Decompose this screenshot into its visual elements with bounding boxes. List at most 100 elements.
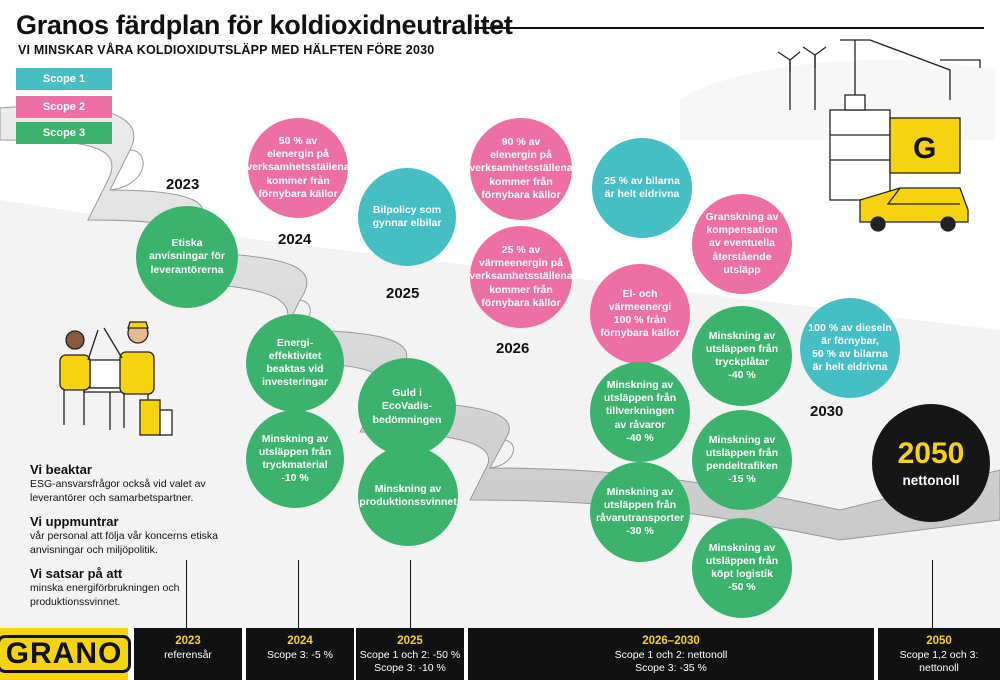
side-note-heading: Vi beaktar <box>30 462 92 477</box>
bubble-text-line: verksamhetsställena <box>469 162 573 175</box>
bubble-text-line: -40 % <box>728 369 756 382</box>
bubble-text-line: förnybara källor <box>258 187 338 200</box>
bubble-text-line: -50 % <box>728 581 756 594</box>
bubble-text-line: förnybara källor <box>600 327 680 340</box>
timeline-target: referensår <box>164 648 212 661</box>
bubble-text-line: verksamhetsställena <box>246 161 350 174</box>
year-label: 2030 <box>810 403 844 420</box>
timeline-target: Scope 3: -5 % <box>267 648 333 661</box>
side-note-consider: Vi beaktar ESG-ansvarsfrågor också vid v… <box>30 462 250 505</box>
year-label: 2024 <box>278 231 312 248</box>
bubble-text-line: Granskning av <box>705 211 779 224</box>
side-note-invest: Vi satsar på att minska energiförbruknin… <box>30 566 250 609</box>
goal-year: 2050 <box>897 436 965 470</box>
bubble-text-line: Bilpolicy som <box>372 203 442 216</box>
timeline-target: Scope 1 och 2: nettonoll <box>614 648 728 661</box>
bubble-text-line: kommer från <box>489 283 553 296</box>
legend-scope-2: Scope 2 <box>16 96 112 118</box>
bubble-text-line: -40 % <box>626 431 654 444</box>
bubble-text-line: utsläppen från <box>258 445 332 458</box>
goal-2050-circle: 2050 nettonoll <box>872 404 990 522</box>
timeline-target: Scope 3: -10 % <box>374 662 446 675</box>
grano-logo: GRANO <box>0 628 132 680</box>
legend-scope-1: Scope 1 <box>16 68 112 90</box>
bubble-text-line: värmeenergin på <box>478 257 564 270</box>
timeline-year: 2025 <box>397 635 423 647</box>
bubble-text-line: 25 % av bilarna <box>604 174 680 187</box>
goal-label: nettonoll <box>902 472 960 488</box>
bubble-text-line: kommer från <box>489 175 553 188</box>
bubble-text-line: 100 % av dieseln <box>808 321 892 334</box>
industrial-scene-illustration: G <box>680 39 995 232</box>
bubble-text-line: Minskning av <box>374 482 442 495</box>
bubble-text-line: beaktas vid <box>266 363 324 375</box>
bubble-text-line: Energi- <box>276 336 314 349</box>
side-note-text: minska energiförbrukningen och produktio… <box>30 582 180 608</box>
bubble-text-line: Minskning av <box>261 432 329 445</box>
bubble-text-line: utsläppen från <box>603 498 677 511</box>
bubble-text-line: tryckplåtar <box>715 356 769 368</box>
timeline-year: 2024 <box>287 635 313 647</box>
bubble-text-line: av råvaror <box>614 418 666 431</box>
bubble-text-line: produktionssvinnet <box>359 496 457 508</box>
timeline-year: 2026–2030 <box>642 635 700 647</box>
bubble-text-line: kompensation <box>706 224 778 237</box>
bubble-text-line: Minskning av <box>708 541 776 554</box>
svg-text:G: G <box>913 132 936 165</box>
page-title: Granos färdplan för koldioxidneutralitet <box>16 10 513 40</box>
side-note-heading: Vi uppmuntrar <box>30 514 119 529</box>
bubble-text-line: av eventuella <box>709 237 775 250</box>
year-label: 2023 <box>166 176 200 193</box>
side-note-text: vår personal att följa vår koncerns etis… <box>30 530 218 556</box>
bubble-text-line: 50 % av bilarna <box>812 348 888 360</box>
bubble-text-line: Minskning av <box>606 379 674 392</box>
bubble-text-line: värmeenergi <box>608 300 672 313</box>
year-label: 2025 <box>386 285 420 302</box>
bubble-text-line: utsläppen från <box>705 446 779 459</box>
bubble-text-line: elenergin på <box>490 149 552 162</box>
goal-bubble-scope-3: Guld i EcoVadis-bedömningen <box>358 358 456 456</box>
bubble-text-line: utsläpp <box>723 263 761 276</box>
legend-scope-3: Scope 3 <box>16 122 112 144</box>
bubble-text-line: gynnar elbilar <box>372 217 442 229</box>
timeline-target: Scope 1 och 2: -50 % <box>359 648 461 661</box>
logo-wordmark: GRANO <box>0 635 132 673</box>
bubble-text-line: är förnybar, <box>821 334 879 347</box>
bubble-text-line: 50 % av <box>278 135 318 148</box>
year-label: 2026 <box>496 340 530 357</box>
bubble-text-line: 90 % av <box>501 136 541 149</box>
bubble-text-line: -15 % <box>728 473 756 486</box>
bubble-text-line: tillverkningen <box>605 405 675 418</box>
bubble-text-line: tryckmaterial <box>262 459 328 471</box>
bubble-text-line: 100 % från <box>613 314 667 326</box>
timeline-target: Scope 3: -35 % <box>635 662 707 675</box>
bubble-text-line: Minskning av <box>606 485 674 498</box>
bubble-text-line: utsläppen från <box>603 392 677 405</box>
bubble-text-line: elenergin på <box>267 148 329 161</box>
bubble-text-line: Etiska <box>171 237 203 250</box>
side-note-heading: Vi satsar på att <box>30 566 123 581</box>
timeline-year: 2023 <box>175 635 201 647</box>
bubble-text-line: -10 % <box>281 472 309 485</box>
bubble-text-line: anvisningar för <box>149 250 225 263</box>
bubble-text-line: utsläppen från <box>705 554 779 567</box>
bubble-text-line: El- och <box>622 287 658 300</box>
bubble-text-line: förnybara källor <box>481 296 561 309</box>
people-high-five-illustration <box>59 321 173 436</box>
bubble-text-line: bedömningen <box>372 413 442 426</box>
bubble-text-line: investeringar <box>262 376 328 389</box>
bubble-text-line: kommer från <box>266 174 330 187</box>
title-rule <box>474 27 984 29</box>
